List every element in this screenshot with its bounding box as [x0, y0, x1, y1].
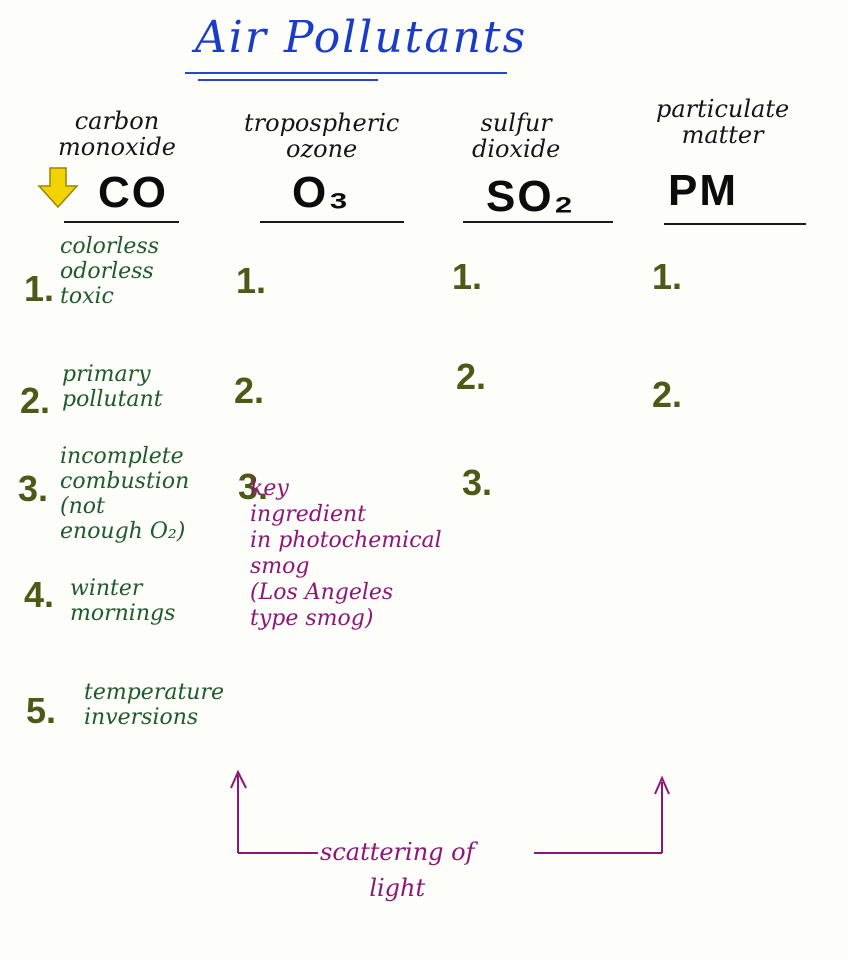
column-name-particulate-matter: particulate matter [656, 95, 790, 149]
item-number: 2. [652, 374, 683, 415]
item-note: winter mornings [70, 576, 176, 626]
item-number: 3. [238, 466, 269, 507]
scattering-arrow-right [534, 775, 670, 854]
item-number: 1. [236, 260, 267, 301]
column-name-tropospheric-ozone: tropospheric ozone [244, 109, 400, 163]
item-number: 4. [24, 574, 55, 615]
item-note: temperature inversions [84, 680, 225, 730]
item-note: incomplete combustion (not enough O₂) [60, 444, 190, 544]
column-name-sulfur-dioxide: sulfur dioxide [472, 109, 561, 163]
item-note: key ingredient in photochemical smog (Lo… [250, 476, 442, 631]
page-title: Air Pollutants [195, 12, 528, 63]
item-number: 1. [452, 256, 483, 297]
item-number: 2. [234, 370, 265, 411]
formula-co: CO [98, 168, 168, 217]
column-underline [664, 223, 806, 225]
column-underline [463, 221, 613, 223]
item-number: 3. [18, 468, 49, 509]
formula-so2: SO₂ [486, 172, 576, 221]
item-note: primary pollutant [62, 362, 163, 412]
item-number: 5. [26, 690, 57, 731]
item-number: 1. [24, 268, 55, 309]
formula-o3: O₃ [292, 168, 351, 217]
column-underline [260, 221, 404, 223]
footer-note: scattering of light [320, 838, 475, 902]
column-name-carbon-monoxide: carbon monoxide [58, 107, 176, 161]
scattering-arrow-left [230, 769, 318, 854]
item-number: 1. [652, 256, 683, 297]
down-arrow-icon [37, 167, 79, 209]
item-note: colorless odorless toxic [60, 234, 159, 309]
column-underline [64, 221, 179, 223]
item-number: 2. [20, 380, 51, 421]
item-number: 2. [456, 356, 487, 397]
title-underline [185, 72, 507, 74]
title-underline-short [198, 79, 378, 81]
item-number: 3. [462, 462, 493, 503]
formula-pm: PM [668, 166, 738, 215]
